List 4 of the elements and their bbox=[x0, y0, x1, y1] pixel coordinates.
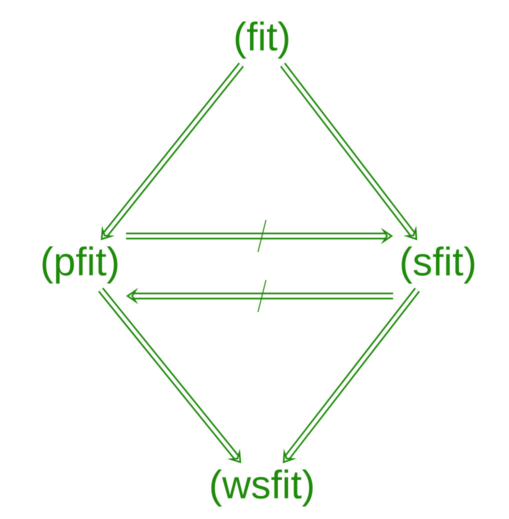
formula-label: (wsfit) bbox=[211, 469, 313, 507]
formula-label: (sfit) bbox=[402, 246, 474, 284]
formula-label: (fit) bbox=[236, 21, 288, 59]
formula-label: (pfit) bbox=[42, 246, 118, 284]
